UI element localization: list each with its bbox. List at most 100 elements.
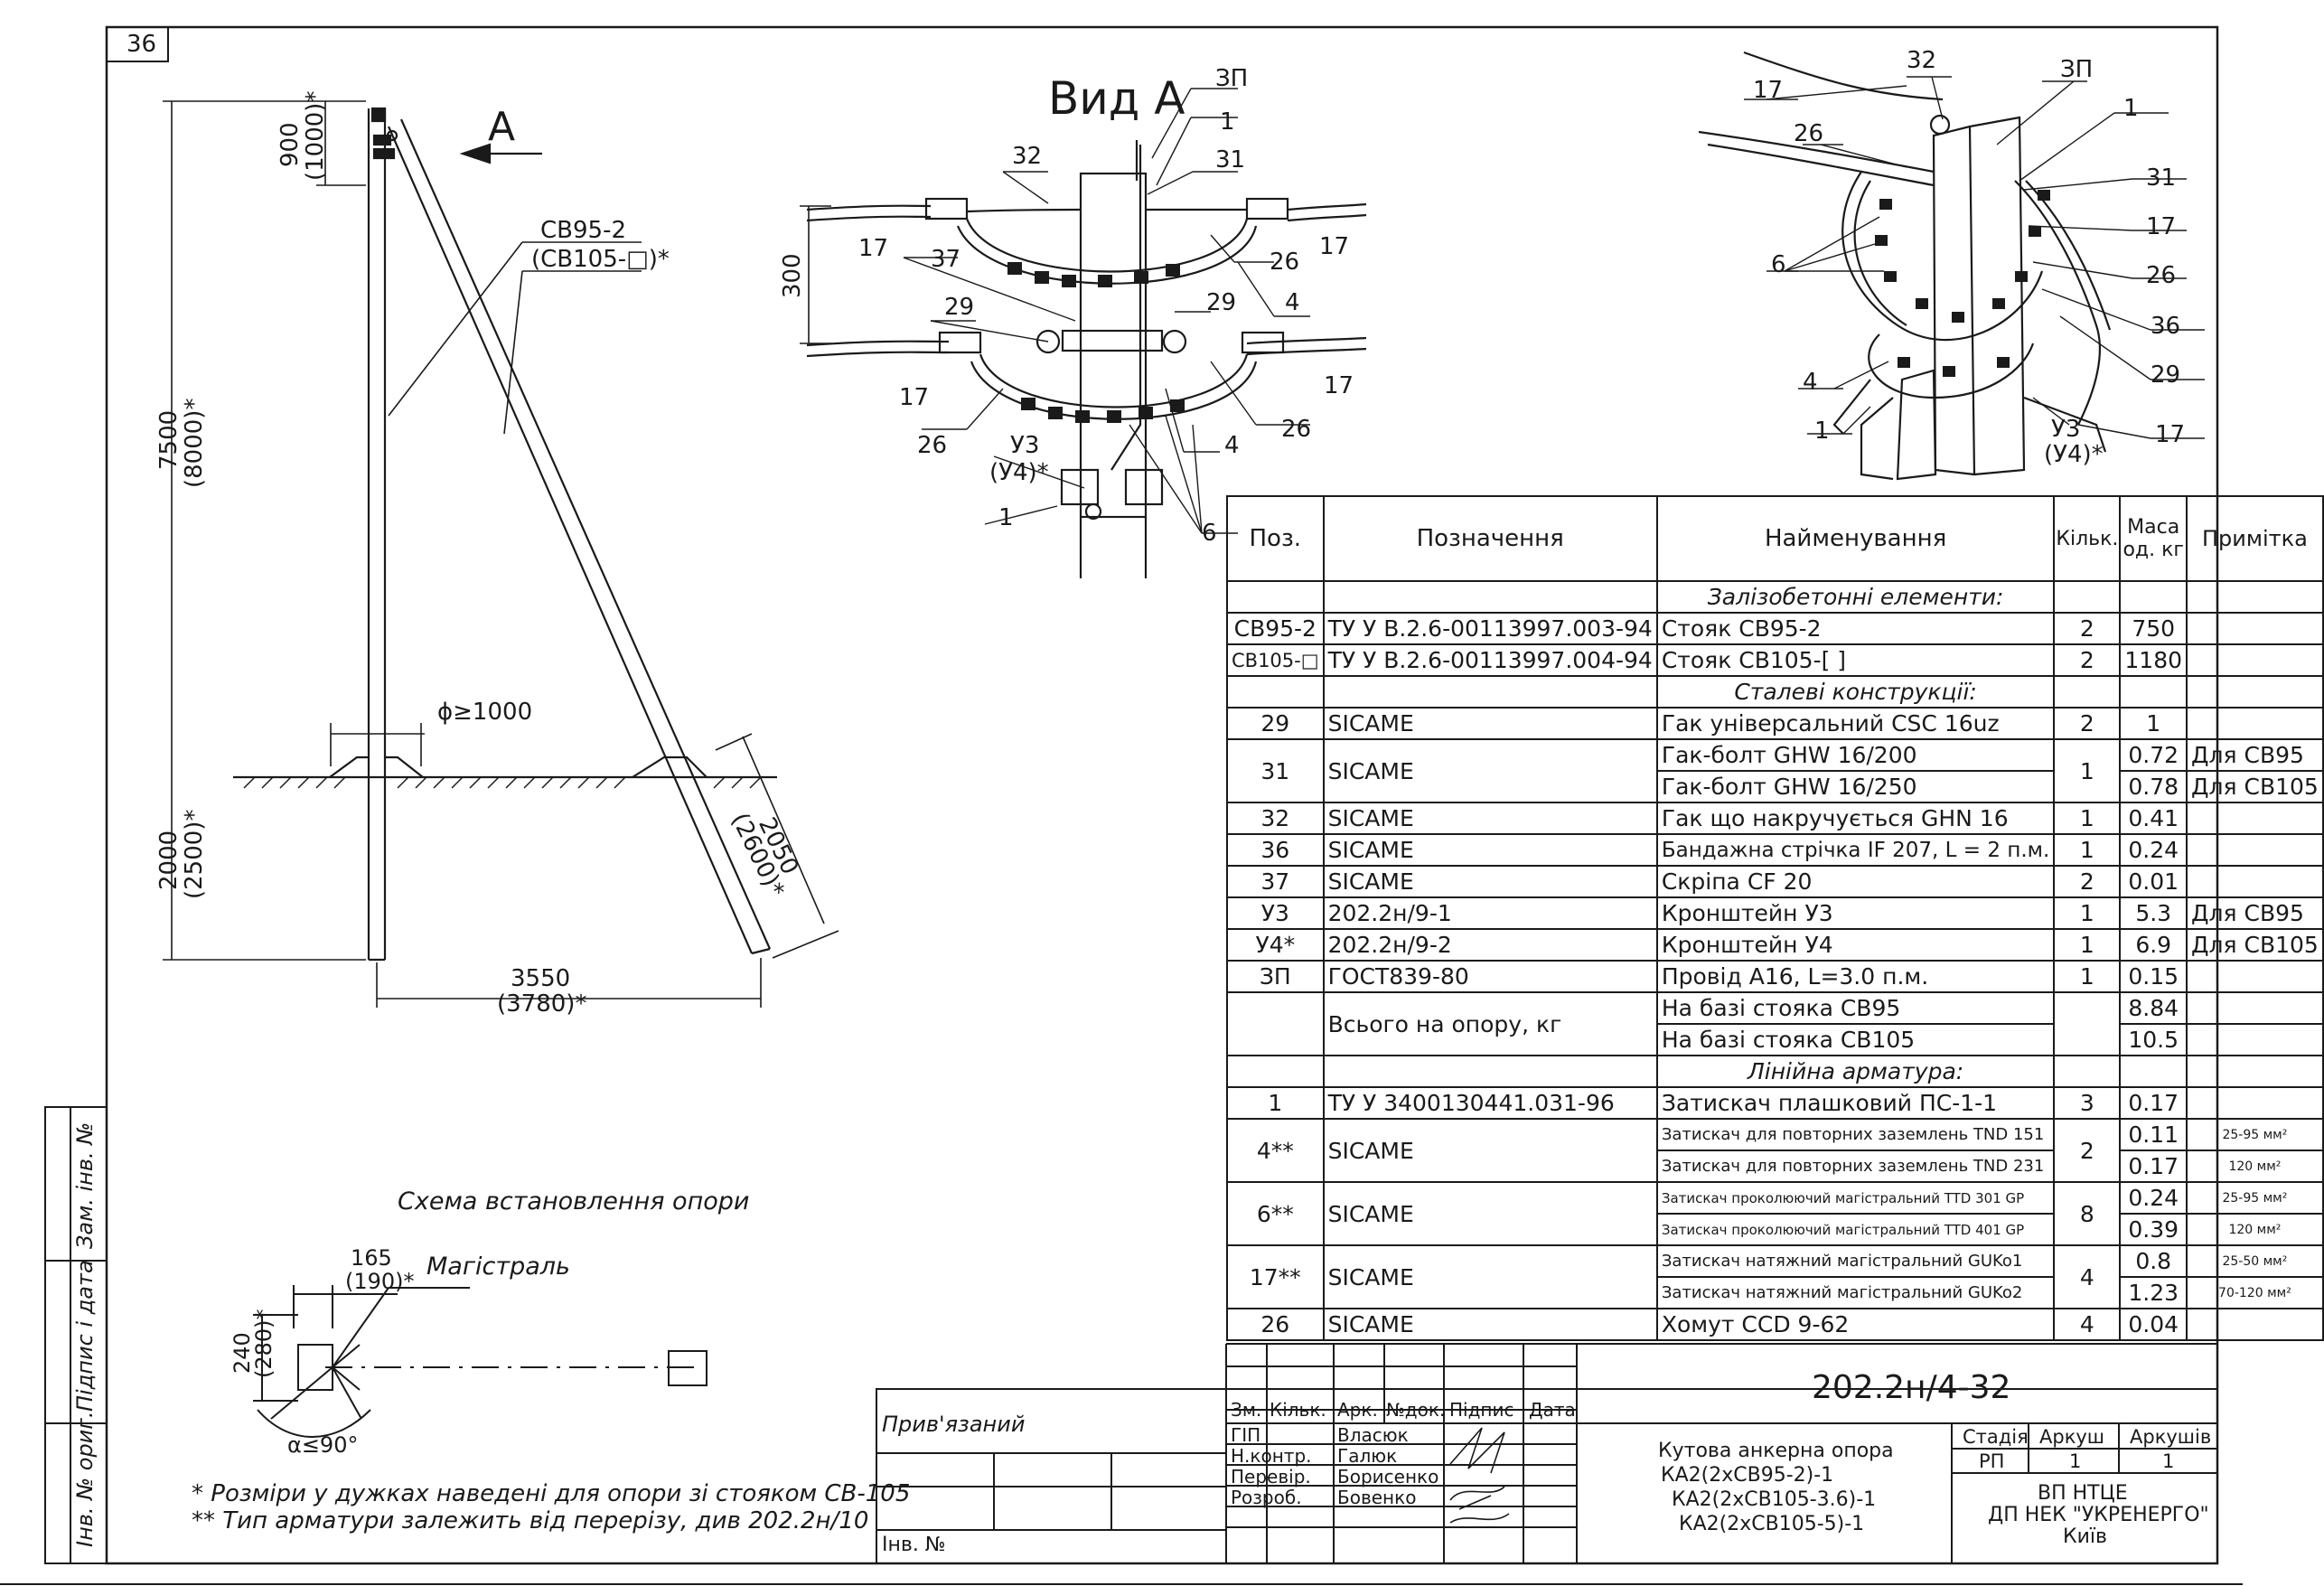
cell-note <box>2186 1023 2324 1056</box>
iso-callout: 17 <box>1753 77 1784 104</box>
table-row: 1 ТУ У 3400130441.031-96 Затискач плашко… <box>1226 1086 2324 1120</box>
cell-designation: SICAME <box>1322 802 1658 835</box>
iso-callout: ЗП <box>2060 56 2094 83</box>
cell-pos: У4* <box>1226 928 1325 962</box>
cell-note: Для СВ105 <box>2186 770 2324 803</box>
table-row: 17** SICAME Затискач натяжний магістраль… <box>1226 1244 2324 1309</box>
view-a-callout: У3 <box>1010 432 1040 459</box>
pole-dimension-lines <box>163 100 839 1008</box>
cell-qty: 2 <box>2053 707 2122 740</box>
view-a-callout: 4 <box>1224 432 1240 459</box>
cell-note <box>2186 865 2324 898</box>
table-row: 4** SICAME Затискач для повторних заземл… <box>1226 1118 2324 1183</box>
cell-note <box>2186 707 2324 740</box>
cell-mass: 0.39 <box>2119 1213 2188 1246</box>
cell-mass: 6.9 <box>2119 928 2188 962</box>
table-row: 6** SICAME Затискач проколюючий магістра… <box>1226 1181 2324 1246</box>
name-gip: Власюк <box>1337 1424 1409 1446</box>
view-a-callout: 17 <box>899 384 930 411</box>
cell-qty: 3 <box>2053 1086 2122 1120</box>
description-line-3: КА2(2хСВ105-3.6)-1 <box>1672 1488 1877 1511</box>
cell-mass: 0.01 <box>2119 865 2188 898</box>
cell-qty: 1 <box>2053 960 2122 993</box>
top-dimension-alt: (1000)* <box>302 90 329 181</box>
cell-pos: 4** <box>1226 1118 1325 1183</box>
cell-designation: SICAME <box>1322 1244 1658 1309</box>
side-stamp-sign-date: Підпис і дата <box>72 1260 98 1412</box>
cell-mass: 0.04 <box>2119 1308 2188 1341</box>
cell-name: Затискач проколюючий магістральний TTD 4… <box>1655 1213 2056 1246</box>
cell-name: Кронштейн У3 <box>1655 896 2056 930</box>
rev-header-sheet: Арк. <box>1337 1399 1378 1421</box>
cell-pos: 6** <box>1226 1181 1325 1246</box>
cell-note <box>2186 833 2324 867</box>
cell-designation: Всього на опору, кг <box>1322 991 1658 1056</box>
rev-header-qty: Кільк. <box>1270 1399 1326 1421</box>
iso-callout: 31 <box>2146 164 2177 192</box>
cell-name: На базі стояка СВ95 <box>1655 991 2056 1025</box>
cell-pos: 29 <box>1226 707 1325 740</box>
view-a-callout: ЗП <box>1215 65 1249 92</box>
rev-header-date: Дата <box>1529 1399 1576 1421</box>
table-row: 37 SICAME Скріпа CF 20 2 0.01 <box>1226 865 2324 898</box>
view-a-callout: 17 <box>1319 233 1350 260</box>
table-row: Затискач для повторних заземлень TND 231… <box>1227 1150 2324 1183</box>
view-a-callout: 26 <box>1281 416 1312 443</box>
cell-note <box>2186 643 2324 677</box>
cell-note: 25-50 мм² <box>2186 1244 2324 1278</box>
section-concrete: Залізобетонні елементи: <box>1655 580 2056 614</box>
view-a-callout: 37 <box>931 246 961 273</box>
iso-callout: 29 <box>2151 361 2181 389</box>
table-row: 32 SICAME Гак що накручується GHN 16 1 0… <box>1226 802 2324 835</box>
spec-header-row: Поз. Позначення Найменування Кільк. Маса… <box>1226 495 2324 582</box>
sheet-number-box <box>106 26 169 62</box>
section-fittings: Лінійна арматура: <box>1655 1055 2056 1088</box>
view-a-callout: 4 <box>1285 289 1300 316</box>
sheet-number: 36 <box>127 31 157 58</box>
view-a-clamps <box>1007 262 1185 423</box>
inventory-label: Інв. № <box>882 1534 946 1556</box>
table-row: СВ95-2 ТУ У В.2.6-00113997.003-94 Стояк … <box>1226 612 2324 645</box>
description-line-1: Кутова анкерна опора <box>1658 1440 1894 1462</box>
table-row: Гак-болт GHW 16/250 0.78 Для СВ105 <box>1227 770 2324 803</box>
view-a-callout: 17 <box>858 235 889 262</box>
view-a-arrow <box>459 143 542 164</box>
cell-name: Затискач натяжний магістральний GUKo1 <box>1655 1244 2056 1278</box>
install-dim-165-alt: (190)* <box>345 1269 415 1294</box>
cell-designation: SICAME <box>1322 865 1658 898</box>
iso-view-drawing <box>1698 51 2112 481</box>
note-1: * Розміри у дужках наведені для опори зі… <box>192 1480 911 1507</box>
cell-designation: SICAME <box>1322 833 1658 867</box>
iso-view-clamps <box>1875 190 2050 377</box>
base-dimension-alt: (3780)* <box>497 990 587 1018</box>
cell-qty: 2 <box>2053 643 2122 677</box>
view-a-callout: 26 <box>917 432 948 459</box>
cell-note: Для СВ95 <box>2186 896 2324 930</box>
cell-mass: 0.17 <box>2119 1150 2188 1183</box>
cell-pos: У3 <box>1226 896 1325 930</box>
cell-pos: 36 <box>1226 833 1325 867</box>
cell-name: Кронштейн У4 <box>1655 928 2056 962</box>
view-a-callout: (У4)* <box>989 459 1049 486</box>
cell-designation: ГОСТ839-80 <box>1322 960 1658 993</box>
cell-designation: 202.2н/9-2 <box>1322 928 1658 962</box>
cell-note: 25-95 мм² <box>2186 1118 2324 1151</box>
cell-name: Провід А16, L=3.0 п.м. <box>1655 960 2056 993</box>
diameter-label: ϕ≥1000 <box>437 699 533 726</box>
cell-name: Затискач для повторних заземлень TND 151 <box>1655 1118 2056 1151</box>
cell-note: 25-95 мм² <box>2186 1181 2324 1215</box>
document-code: 202.2н/4-32 <box>1812 1369 2011 1406</box>
cell-pos: 1 <box>1226 1086 1325 1120</box>
name-checked: Борисенко <box>1337 1466 1439 1487</box>
role-developed: Розроб. <box>1231 1487 1302 1508</box>
cell-note: 70-120 мм² <box>2186 1276 2324 1309</box>
cell-note <box>2186 1086 2324 1120</box>
cell-pos <box>1226 991 1325 1056</box>
cell-name: Гак-болт GHW 16/250 <box>1655 770 2056 803</box>
side-stamp-grid <box>44 1106 108 1564</box>
cell-qty: 1 <box>2053 896 2122 930</box>
cell-mass: 1180 <box>2119 643 2188 677</box>
cell-name: Бандажна стрічка IF 207, L = 2 п.м. <box>1655 833 2056 867</box>
cell-pos: СВ95-2 <box>1226 612 1325 645</box>
cell-name: Затискач проколюючий магістральний TTD 3… <box>1655 1181 2056 1215</box>
